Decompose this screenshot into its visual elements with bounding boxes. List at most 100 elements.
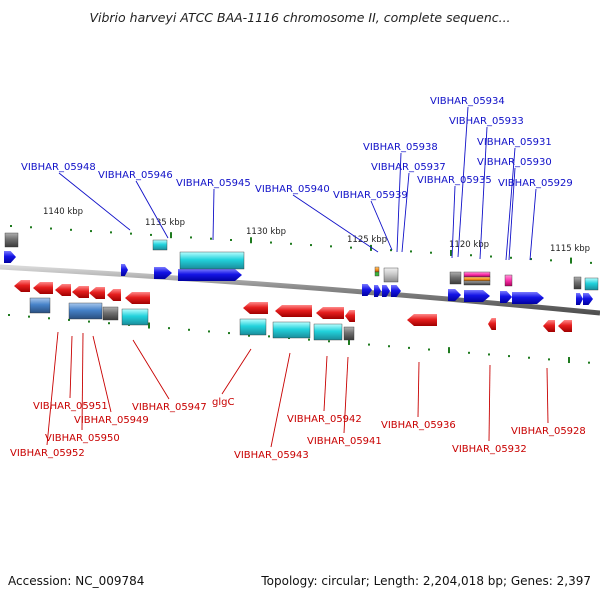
- orange-feature-box: [374, 266, 380, 273]
- scale-tick: [490, 255, 492, 258]
- reverse-gene-label: VIBHAR_05932: [452, 444, 527, 455]
- forward-gene-arrow: [382, 285, 390, 297]
- forward-gene-label: VIBHAR_05945: [176, 178, 251, 189]
- forward-gene-leader: [212, 188, 215, 241]
- reverse-gene-arrow: [14, 280, 30, 292]
- gray-feature-box: [343, 326, 355, 341]
- scale-tick: [30, 226, 32, 229]
- scale-tick: [508, 355, 510, 358]
- cyan-feature-box: [179, 251, 245, 270]
- cyan-feature-box: [313, 323, 343, 341]
- reverse-gene-arrow: [558, 320, 572, 332]
- forward-gene-label: VIBHAR_05933: [449, 116, 524, 127]
- scale-tick: [550, 259, 552, 262]
- scale-tick: [270, 241, 272, 244]
- scale-tick: [530, 258, 532, 261]
- forward-gene-label: VIBHAR_05939: [333, 190, 408, 201]
- reverse-gene-label: VIBHAR_05951: [33, 401, 108, 412]
- forward-gene-arrow: [374, 285, 381, 297]
- scale-tick: [430, 251, 432, 254]
- forward-gene-leader: [370, 200, 393, 251]
- scale-tick: [390, 249, 392, 252]
- scale-tick: [348, 338, 350, 345]
- forward-gene-arrow: [583, 293, 593, 305]
- forward-gene-leader: [451, 185, 456, 259]
- reverse-gene-arrow: [488, 318, 496, 330]
- scale-tick: [190, 236, 192, 239]
- reverse-gene-leader: [270, 352, 291, 448]
- scale-tick: [168, 327, 170, 330]
- scale-tick: [570, 257, 572, 264]
- steelblue-feature-box: [29, 297, 51, 314]
- forward-gene-label: VIBHAR_05934: [430, 96, 505, 107]
- reverse-gene-arrow: [275, 305, 312, 317]
- forward-gene-label: VIBHAR_05937: [371, 162, 446, 173]
- reverse-gene-leader: [132, 339, 170, 400]
- reverse-gene-label: glgC: [212, 397, 234, 408]
- reverse-gene-label: VIBHAR_05949: [74, 415, 149, 426]
- forward-gene-label: VIBHAR_05935: [417, 175, 492, 186]
- forward-gene-label: VIBHAR_05931: [477, 137, 552, 148]
- scale-tick: [88, 320, 90, 323]
- cyan-feature-box: [272, 321, 311, 339]
- reverse-gene-leader: [488, 364, 491, 442]
- scale-tick: [328, 340, 330, 343]
- forward-gene-leader: [58, 172, 131, 231]
- reverse-gene-label: VIBHAR_05936: [381, 420, 456, 431]
- gray-feature-box: [449, 271, 462, 285]
- forward-gene-arrow: [464, 290, 490, 302]
- scale-label: 1135 kbp: [145, 218, 185, 228]
- forward-gene-arrow: [576, 293, 583, 305]
- scale-tick: [50, 227, 52, 230]
- reverse-gene-arrow: [243, 302, 268, 314]
- scale-tick: [230, 238, 232, 241]
- scale-tick: [290, 242, 292, 245]
- magenta-feature-box: [463, 271, 491, 278]
- reverse-gene-leader: [323, 355, 328, 412]
- reverse-gene-arrow: [345, 310, 355, 322]
- scale-tick: [410, 250, 412, 253]
- green-feature-box: [374, 271, 380, 277]
- scale-tick: [450, 249, 452, 256]
- scale-tick: [368, 343, 370, 346]
- forward-gene-leader: [508, 167, 516, 261]
- reverse-gene-leader: [546, 367, 549, 424]
- reverse-gene-arrow: [89, 287, 105, 299]
- forward-gene-leader: [401, 172, 410, 253]
- forward-gene-arrow: [512, 292, 544, 304]
- scale-tick: [528, 356, 530, 359]
- scale-tick: [48, 317, 50, 320]
- forward-gene-label: VIBHAR_05938: [363, 142, 438, 153]
- cyan-feature-box: [584, 277, 599, 291]
- scale-tick: [388, 345, 390, 348]
- scale-label: 1115 kbp: [550, 244, 590, 254]
- magenta-feature-box: [504, 274, 513, 287]
- reverse-gene-leader: [69, 335, 73, 399]
- scale-label: 1140 kbp: [43, 207, 83, 217]
- reverse-gene-arrow: [55, 284, 71, 296]
- reverse-gene-arrow: [107, 289, 121, 301]
- forward-gene-arrow: [448, 289, 461, 301]
- scale-tick: [210, 237, 212, 240]
- reverse-gene-label: VIBHAR_05947: [132, 402, 207, 413]
- reverse-gene-label: VIBHAR_05950: [45, 433, 120, 444]
- scale-tick: [370, 244, 372, 251]
- forward-gene-label: VIBHAR_05948: [21, 162, 96, 173]
- scale-tick: [408, 346, 410, 349]
- scale-tick: [148, 322, 150, 329]
- forward-gene-arrow: [362, 284, 372, 296]
- gray-feature-box: [573, 276, 582, 290]
- forward-gene-label: VIBHAR_05946: [98, 170, 173, 181]
- reverse-gene-label: VIBHAR_05952: [10, 448, 85, 459]
- scale-tick: [448, 347, 450, 354]
- reverse-gene-leader: [343, 356, 349, 434]
- scale-tick: [130, 232, 132, 235]
- gray-feature-box: [383, 267, 399, 283]
- reverse-gene-leader: [221, 348, 252, 395]
- scale-tick: [68, 318, 70, 321]
- forward-gene-arrow: [4, 251, 16, 263]
- reverse-gene-arrow: [125, 292, 150, 304]
- scale-tick: [470, 254, 472, 257]
- reverse-gene-leader: [46, 331, 59, 446]
